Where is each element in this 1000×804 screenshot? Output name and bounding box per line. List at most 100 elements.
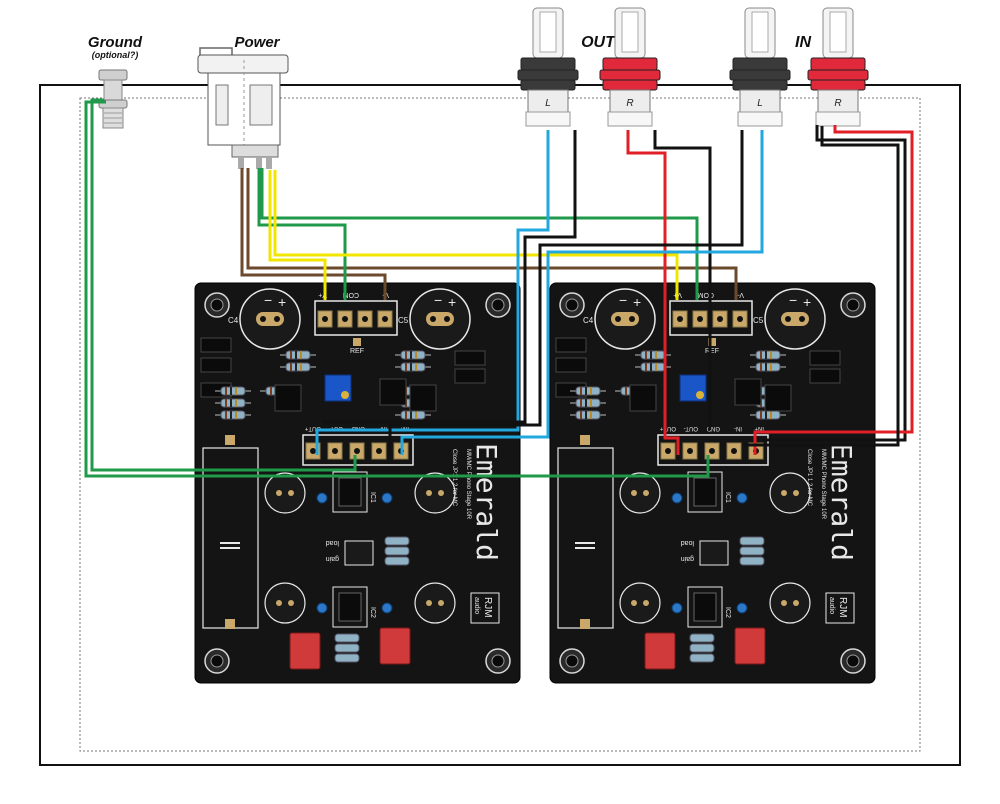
pad [580, 619, 590, 629]
resistor [334, 653, 360, 663]
ic-label: IC2 [724, 607, 731, 618]
power-inlet [197, 47, 289, 169]
wire-ground-right [84, 100, 710, 478]
electrolytic-cap-small [264, 472, 306, 514]
gain-label: gain [681, 555, 694, 562]
resistor [220, 410, 246, 420]
electrolytic-cap-small [414, 582, 456, 624]
power-label: Power [234, 34, 280, 51]
board-subtitle: MM/MC Phono Stage 10R [465, 449, 471, 520]
ceramic-cap [381, 602, 393, 614]
ic-label: IC2 [369, 607, 376, 618]
electrolytic-cap-small [769, 582, 811, 624]
jack-channel-label: R [834, 98, 841, 109]
resistor [689, 643, 715, 653]
pad [225, 435, 235, 445]
wire-out-l-black [322, 130, 577, 424]
wire-in-l-blue [400, 130, 764, 455]
resistor [220, 386, 246, 396]
jack-channel-label: R [626, 98, 633, 109]
cap-plus: + [448, 294, 456, 310]
cap-ref: C4 [228, 316, 239, 325]
maker-name: RJM [837, 597, 848, 618]
resistor [739, 546, 765, 556]
maker-sub: audio [473, 597, 480, 614]
jumper-block [555, 337, 587, 353]
wire-out-l-blue [315, 130, 550, 455]
electrolytic-cap-small [619, 582, 661, 624]
wire-power-brown-left [240, 168, 387, 300]
out-label: OUT [581, 34, 616, 51]
cap-minus: − [264, 292, 272, 308]
io-header [657, 434, 769, 466]
io-pin-label: OUT- [329, 425, 343, 431]
resistor [640, 350, 666, 360]
wire-out-r-red [626, 130, 680, 455]
cap-minus: − [619, 292, 627, 308]
film-cap-red [734, 627, 766, 665]
ic-chip [338, 592, 362, 622]
rca-in-left: L [729, 7, 791, 127]
ic-socket [687, 471, 723, 513]
electrolytic-cap-small [619, 472, 661, 514]
electrolytic-cap-small [414, 472, 456, 514]
power-vplus-label: V+ [318, 291, 327, 298]
maker-sub: audio [828, 597, 835, 614]
maker-box [825, 592, 855, 624]
resistor [220, 398, 246, 408]
resistor [400, 362, 426, 372]
pad [580, 435, 590, 445]
jp1-header [344, 540, 374, 566]
jumper-block [555, 357, 587, 373]
resistor [755, 410, 781, 420]
film-cap-red [644, 632, 676, 670]
wire-power-yellow-left [268, 170, 327, 300]
ground-label: Ground [88, 34, 143, 51]
ic-socket [687, 586, 723, 628]
jumper-block [454, 368, 486, 384]
wire-out-r-black [653, 130, 712, 430]
ref-label: REF [705, 348, 719, 355]
wire-power-yellow-right [273, 170, 679, 300]
resistor [384, 546, 410, 556]
ceramic-cap [671, 602, 683, 614]
transistor-block [629, 384, 657, 412]
ic-chip [338, 477, 362, 507]
ic-socket [332, 586, 368, 628]
ref-pad [353, 338, 361, 346]
wiring [84, 98, 914, 478]
jumper-block [809, 350, 841, 366]
board-subtitle: MM/MC Phono Stage 10R [820, 449, 826, 520]
load-label: load [326, 539, 339, 546]
power-com-label: COM [343, 291, 360, 298]
wire-ground-left [90, 98, 357, 472]
resistor [285, 362, 311, 372]
resistor [575, 398, 601, 408]
rca-out-left: L [517, 7, 579, 127]
film-cap-red [289, 632, 321, 670]
transistor-block [274, 384, 302, 412]
jumper-block [454, 350, 486, 366]
io-pin-label: GND [706, 425, 720, 431]
enclosure-inner-outline [79, 97, 921, 752]
power-com-label: COM [698, 291, 715, 298]
resistor [739, 556, 765, 566]
wire-in-r-red [753, 125, 914, 455]
board-name: Emerald [825, 443, 858, 561]
io-pin-label: IN- [379, 425, 387, 431]
gain-label: gain [326, 555, 339, 562]
enclosure-outline [39, 84, 961, 766]
resistor [400, 350, 426, 360]
io-pin-label: OUT- [684, 425, 698, 431]
ic-chip [693, 592, 717, 622]
resistor [640, 362, 666, 372]
ic-label: IC1 [369, 492, 376, 503]
ceramic-cap [736, 602, 748, 614]
cap-plus: + [803, 294, 811, 310]
rca-in-right: R [807, 7, 869, 127]
ground-note: (optional?) [92, 50, 139, 60]
rca-out-right: R [599, 7, 661, 127]
resistor [384, 556, 410, 566]
